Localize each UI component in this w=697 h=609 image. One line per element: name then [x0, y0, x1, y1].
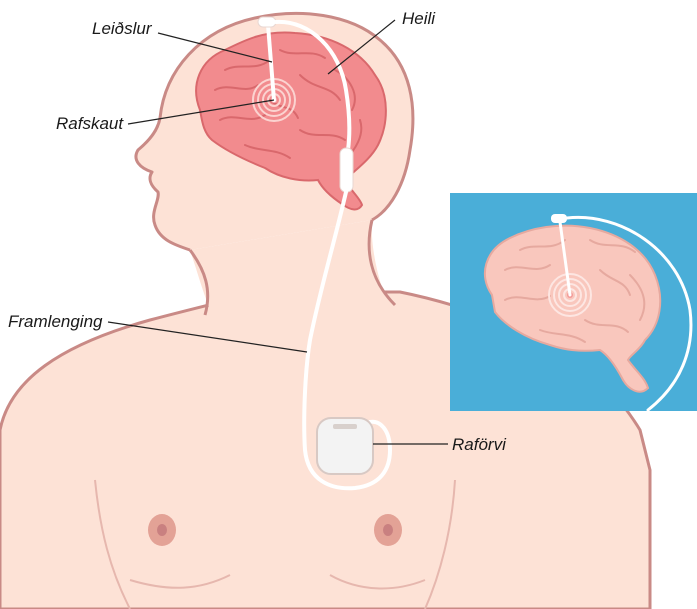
label-lead: Leiðslur — [92, 19, 153, 38]
stimulator-header — [333, 424, 357, 429]
inset-burr-hole-cap — [551, 214, 567, 223]
label-electrode: Rafskaut — [56, 114, 124, 133]
nipple-right-center — [383, 524, 393, 536]
inset-panel — [450, 193, 697, 411]
label-stimulator: Raförvi — [452, 435, 507, 454]
label-brain: Heili — [402, 9, 436, 28]
lead-connector — [340, 148, 353, 192]
burr-hole-cap — [258, 17, 276, 27]
label-extension: Framlenging — [8, 312, 103, 331]
nipple-left-center — [157, 524, 167, 536]
